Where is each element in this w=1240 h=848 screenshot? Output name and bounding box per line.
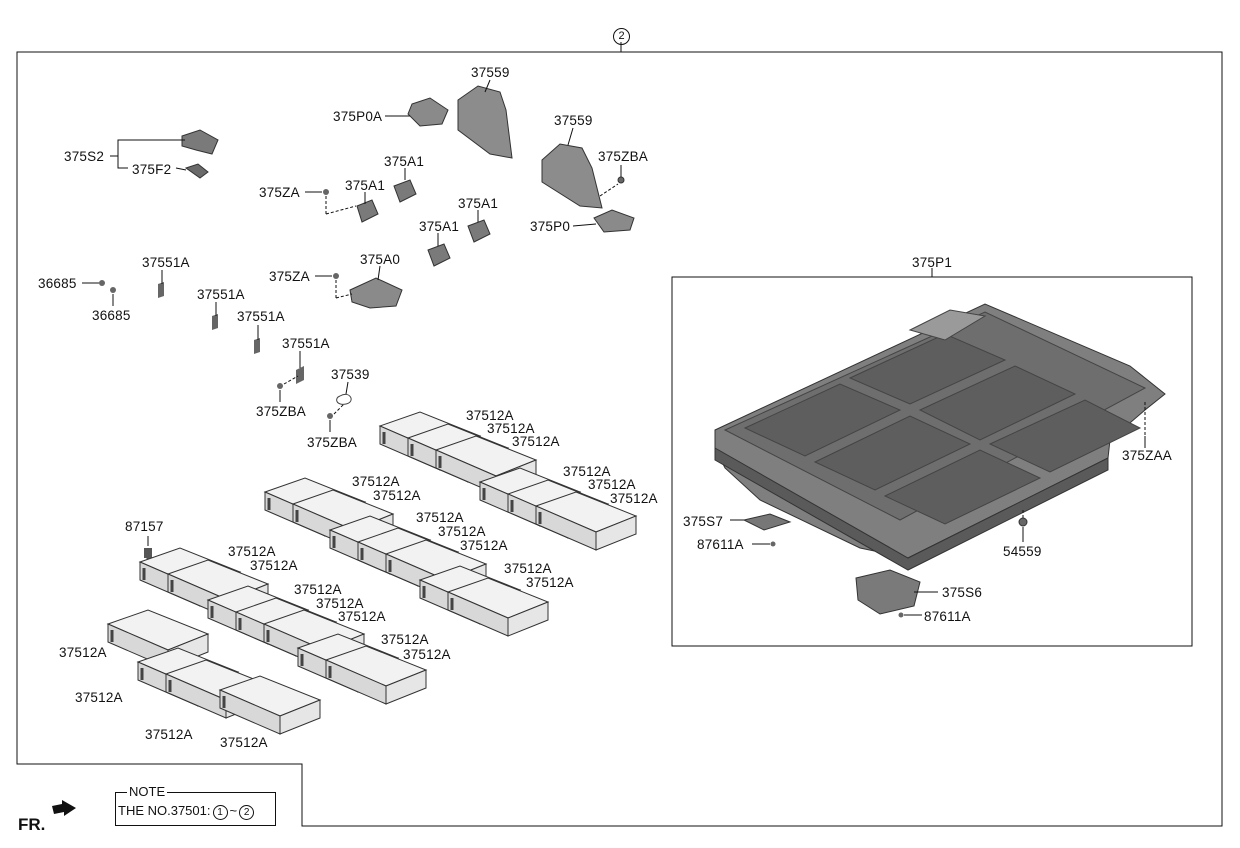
label-37512a: 37512A: [75, 690, 123, 705]
label-37512a: 37512A: [487, 421, 535, 436]
label-37512a: 37512A: [460, 538, 508, 553]
label-37512a: 37512A: [338, 609, 386, 624]
note-tilde: ~: [229, 803, 238, 818]
label-375p1: 375P1: [912, 255, 953, 270]
label-37551a-b: 37551A: [197, 287, 245, 302]
label-37512a: 37512A: [416, 510, 464, 525]
bracket-375a0: [315, 265, 403, 309]
label-36685-a: 36685: [38, 276, 77, 291]
label-375f2: 375F2: [132, 162, 172, 177]
battery-module: [324, 645, 428, 705]
label-87611a-b: 87611A: [924, 609, 971, 624]
label-37512a: 37512A: [438, 524, 486, 539]
label-37512a: 37512A: [59, 645, 107, 660]
label-37512a: 37512A: [250, 558, 298, 573]
label-37512a: 37512A: [512, 434, 560, 449]
label-37512a: 37512A: [352, 474, 400, 489]
label-37551a-a: 37551A: [142, 255, 190, 270]
label-37512a: 37512A: [316, 596, 364, 611]
note-box: [115, 792, 276, 826]
label-375s7: 375S7: [683, 514, 724, 529]
bracket-375p0a: [385, 97, 449, 127]
label-37512a: 37512A: [610, 491, 658, 506]
label-37512a: 37512A: [381, 632, 429, 647]
label-375s2: 375S2: [64, 149, 105, 164]
battery-tray-375p1: [714, 303, 1166, 618]
label-37512a: 37512A: [373, 488, 421, 503]
assembly-frame: [16, 51, 1223, 827]
label-87157: 87157: [125, 519, 164, 534]
plate-37559-b: [541, 127, 603, 209]
brackets-37551a: [82, 270, 304, 402]
note-title: NOTE: [127, 784, 168, 799]
label-37559-b: 37559: [554, 113, 593, 128]
battery-modules: [106, 411, 638, 735]
label-37559-a: 37559: [471, 65, 510, 80]
label-37512a: 37512A: [220, 735, 268, 750]
battery-module: [534, 491, 638, 551]
front-direction-label: FR.: [18, 815, 46, 834]
label-37512a: 37512A: [466, 408, 514, 423]
battery-module: [446, 577, 550, 637]
note-ref-from: 1: [212, 805, 228, 820]
circled-ref-2: 2: [613, 28, 630, 45]
label-375a0: 375A0: [360, 252, 401, 267]
label-37512a: 37512A: [294, 582, 342, 597]
label-37539: 37539: [331, 367, 370, 382]
label-37551a-c: 37551A: [237, 309, 285, 324]
label-36685-b: 36685: [92, 308, 131, 323]
label-375za-b: 375ZA: [269, 269, 310, 284]
battery-module: [218, 675, 322, 735]
label-37512a: 37512A: [145, 727, 193, 742]
label-375zba-top: 375ZBA: [598, 149, 648, 164]
note-prefix: THE NO.37501:: [118, 803, 211, 818]
label-375p0a: 375P0A: [333, 109, 383, 124]
label-37512a: 37512A: [563, 464, 611, 479]
label-375s6: 375S6: [942, 585, 983, 600]
label-375a1-d: 375A1: [419, 219, 460, 234]
label-375zba-a: 375ZBA: [256, 404, 306, 419]
label-37512a: 37512A: [526, 575, 574, 590]
label-375zaa: 375ZAA: [1122, 448, 1172, 463]
label-37512a: 37512A: [588, 477, 636, 492]
note-text: THE NO.37501:1~2: [118, 803, 255, 820]
label-37512a: 37512A: [504, 561, 552, 576]
label-37512a: 37512A: [403, 647, 451, 662]
note-ref-to: 2: [239, 805, 255, 820]
label-37551a-d: 37551A: [282, 336, 330, 351]
label-375a1-b: 375A1: [345, 178, 386, 193]
front-arrow-icon: [52, 800, 76, 816]
label-375a1-c: 375A1: [458, 196, 499, 211]
clips-375a1: [305, 168, 491, 267]
label-54559: 54559: [1003, 544, 1042, 559]
bracket-375p0: [572, 209, 635, 233]
label-375a1-a: 375A1: [384, 154, 425, 169]
label-375za-a: 375ZA: [259, 185, 300, 200]
connector-375s2: [110, 129, 219, 179]
label-87611a-a: 87611A: [697, 537, 744, 552]
harness-37539: [327, 381, 352, 432]
bolt-375zba-top: [599, 165, 625, 197]
label-375zba-b: 375ZBA: [307, 435, 357, 450]
label-37512a: 37512A: [228, 544, 276, 559]
plate-37559-a: [457, 79, 513, 159]
label-375p0: 375P0: [530, 219, 571, 234]
